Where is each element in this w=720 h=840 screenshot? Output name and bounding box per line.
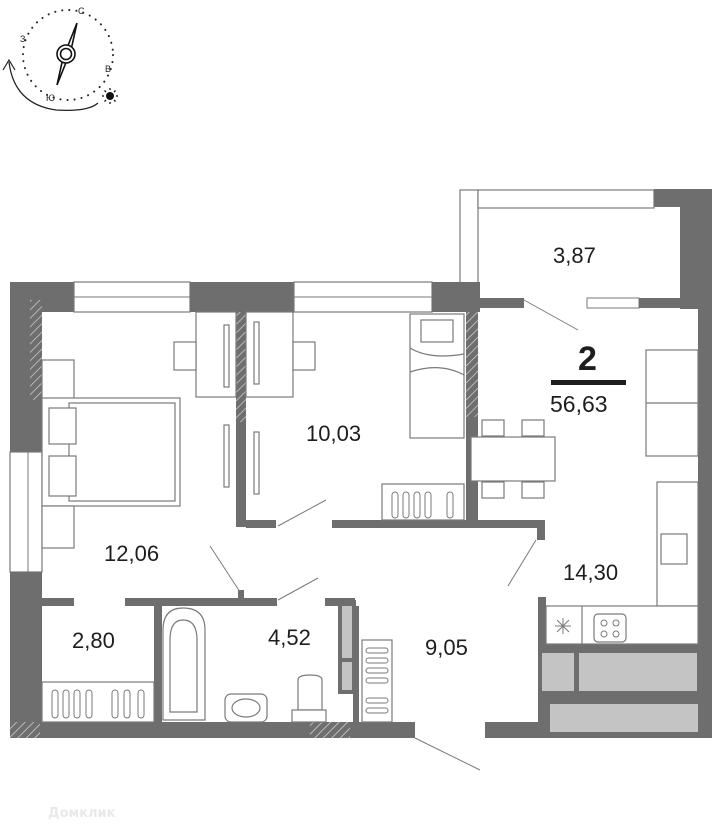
sink-icon [660,533,688,565]
interior-walls [42,312,698,732]
wardrobe-area: 2,80 [72,628,115,653]
bathroom-area: 4,52 [268,625,311,650]
bedroom-area: 12,06 [104,541,159,566]
desk [245,311,294,398]
wardrobe-rail [41,681,155,723]
balcony-area: 3,87 [553,243,596,268]
pillow [420,319,454,343]
kitchen-living-area: 14,30 [563,560,618,585]
pillow [48,407,77,445]
extractor-icon [555,618,571,634]
bedroom-furniture [41,311,237,549]
chair [481,481,505,499]
kids-room-area: 10,03 [306,421,361,446]
compass-needle-icon [56,22,78,86]
total-area: 56,63 [550,391,608,417]
toilet [297,674,323,711]
compass-west-label: З [20,34,25,44]
kids-room-furniture [245,311,465,521]
watermark: Домклик [48,806,116,821]
entrance-door-swing [414,737,481,771]
chair [521,481,545,499]
chair [481,419,505,437]
sun-icon [102,88,118,104]
compass-north-label: С [78,6,85,16]
rooms-count: 2 [578,340,597,378]
compass-east-label: В [105,64,111,74]
dining-table [470,436,556,482]
chair [173,341,197,371]
living-furniture [470,349,699,645]
compass-dotted-ring [22,9,114,101]
hallway-area: 9,05 [425,635,468,660]
summary-divider [551,380,626,385]
desk [195,311,237,398]
balcony [459,189,698,331]
compass-south-label: Ю [46,93,55,103]
bathroom-furniture [41,607,393,723]
chair [292,341,316,371]
compass: С З В Ю [2,6,118,111]
chair [521,419,545,437]
nightstand [41,359,75,403]
balcony-door-swing [523,299,579,331]
stove-icon [593,613,627,643]
pillow [48,455,77,497]
rotate-arrow-icon [8,61,99,111]
